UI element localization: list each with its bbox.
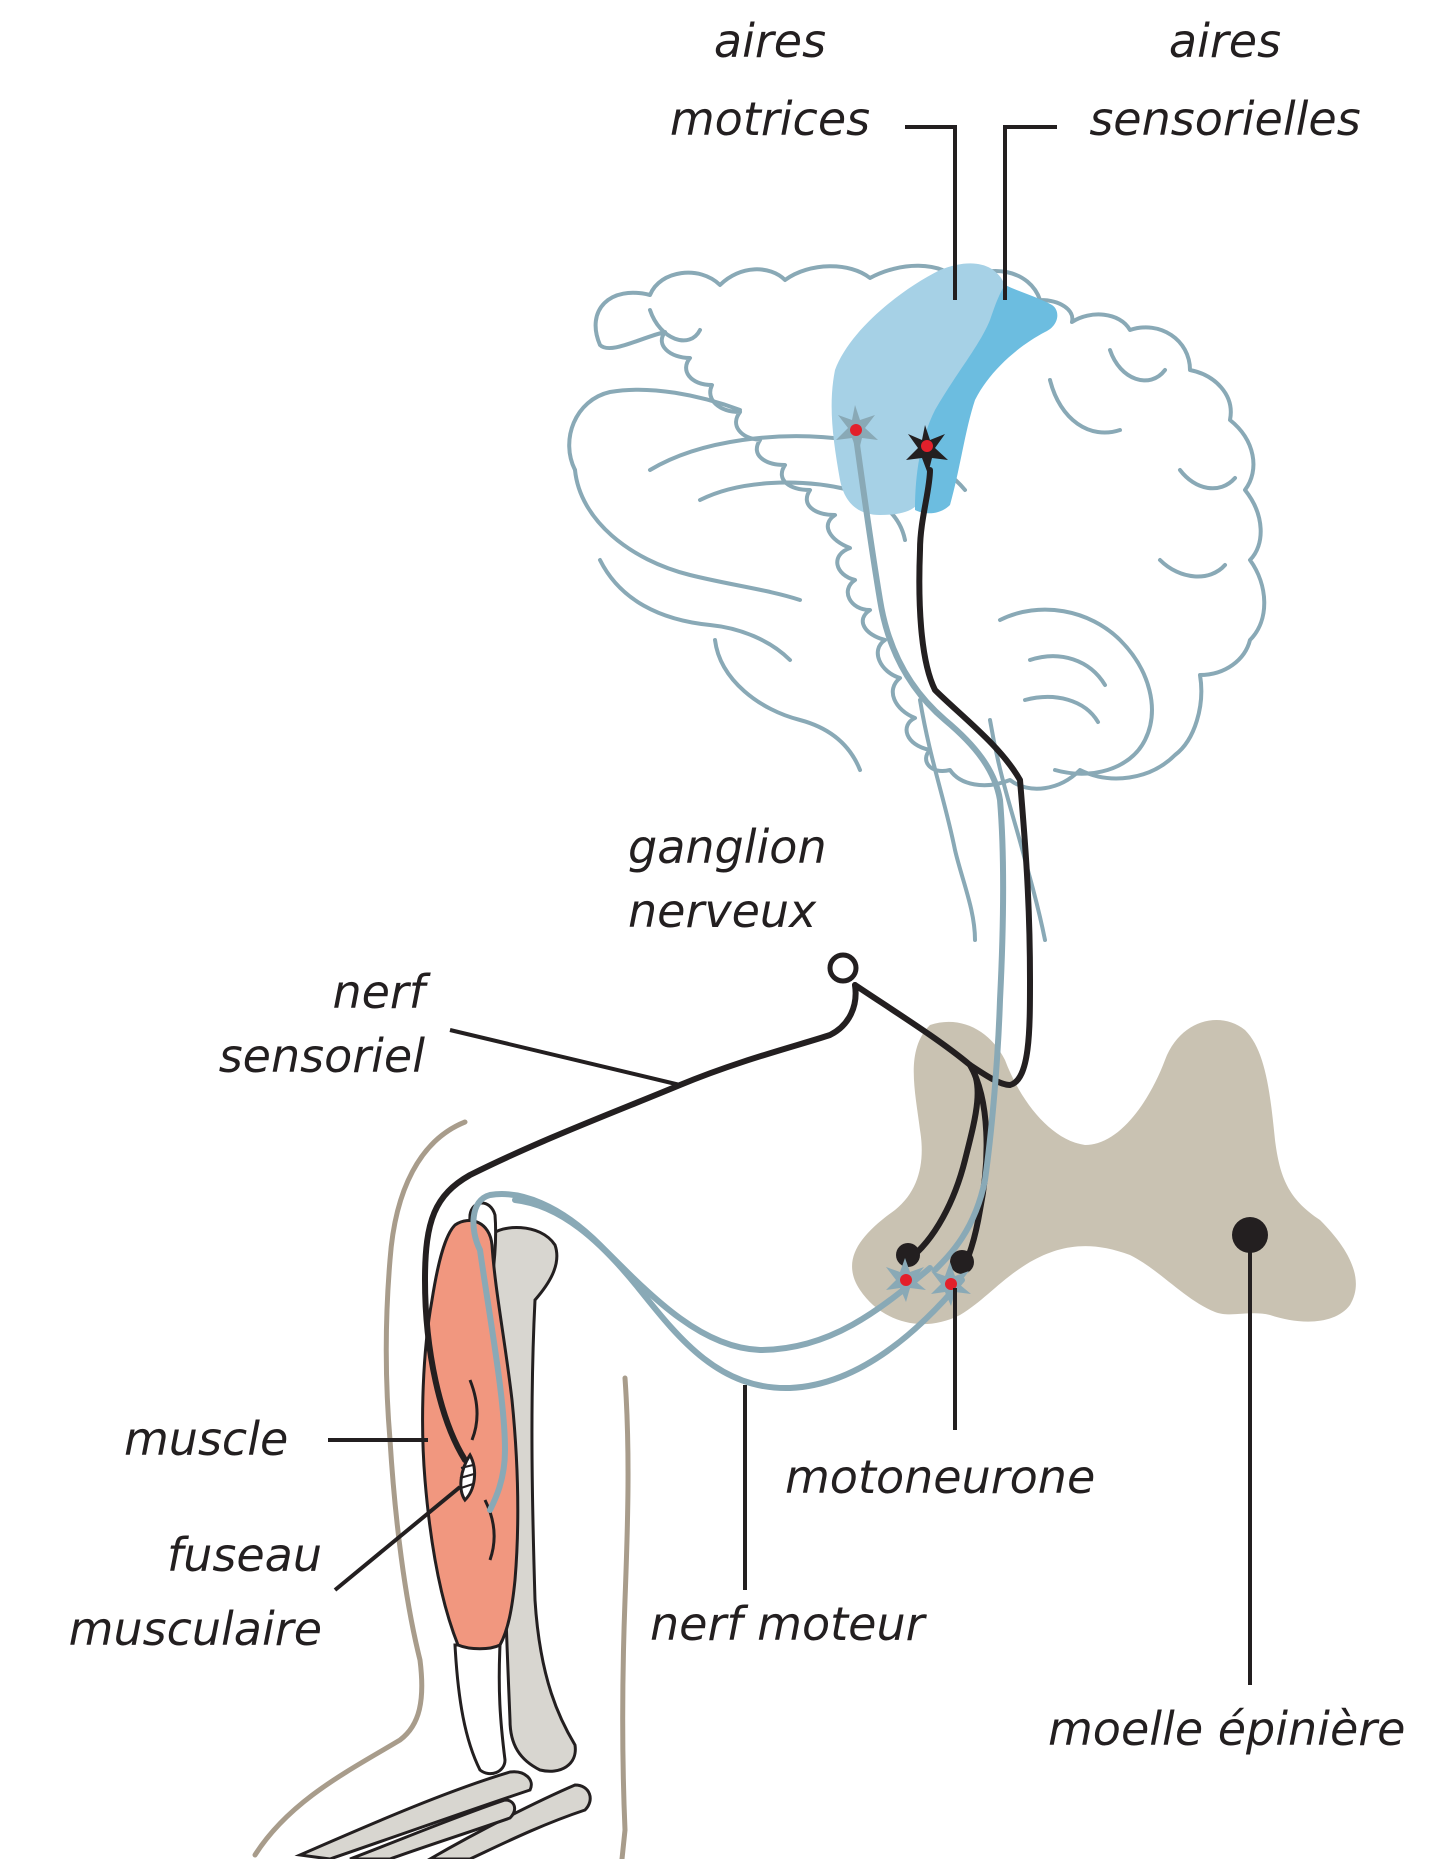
label-aires-motrices: aires motrices xyxy=(640,2,900,158)
brain-inner-contour-2 xyxy=(575,470,800,600)
label-aires-sensorielles-line2: sensorielles xyxy=(1065,80,1385,158)
label-ganglion-nerveux-line2: nerveux xyxy=(628,879,827,943)
gyrus-2 xyxy=(1110,350,1165,380)
label-aires-motrices-line1: aires xyxy=(640,2,900,80)
cerebellum-folia-2 xyxy=(1025,697,1098,722)
label-nerf-moteur: nerf moteur xyxy=(650,1585,925,1663)
label-nerf-sensoriel: nerf sensoriel xyxy=(160,960,425,1088)
ganglion-nerveux-node xyxy=(830,955,856,981)
label-fuseau-musculaire-line1: fuseau xyxy=(30,1518,322,1592)
label-aires-sensorielles-line1: aires xyxy=(1065,2,1385,80)
gyrus-3 xyxy=(1180,470,1235,488)
label-motoneurone: motoneurone xyxy=(785,1438,1095,1516)
label-aires-sensorielles: aires sensorielles xyxy=(1065,2,1385,158)
motor-nerve-pathway xyxy=(473,430,1003,1510)
label-muscle: muscle xyxy=(124,1400,288,1478)
cerebellum-folia-1 xyxy=(1030,656,1105,685)
label-nerf-sensoriel-line1: nerf xyxy=(160,960,425,1024)
label-ganglion-nerveux-line1: ganglion xyxy=(628,815,827,879)
label-fuseau-musculaire: fuseau musculaire xyxy=(30,1518,322,1666)
spinal-cord xyxy=(852,1020,1356,1324)
leader-nerf-sensoriel xyxy=(450,1030,680,1085)
brain-inner-contour-1 xyxy=(569,390,740,470)
gyrus-4 xyxy=(1160,560,1225,576)
label-aires-motrices-line2: motrices xyxy=(640,80,900,158)
label-fuseau-musculaire-line2: musculaire xyxy=(30,1592,322,1666)
label-moelle-epiniere: moelle épinière xyxy=(1048,1690,1405,1768)
label-ganglion-nerveux: ganglion nerveux xyxy=(628,815,827,943)
cerebellum xyxy=(1000,610,1152,774)
label-nerf-sensoriel-line2: sensoriel xyxy=(160,1024,425,1088)
gyrus-5 xyxy=(1050,380,1120,433)
